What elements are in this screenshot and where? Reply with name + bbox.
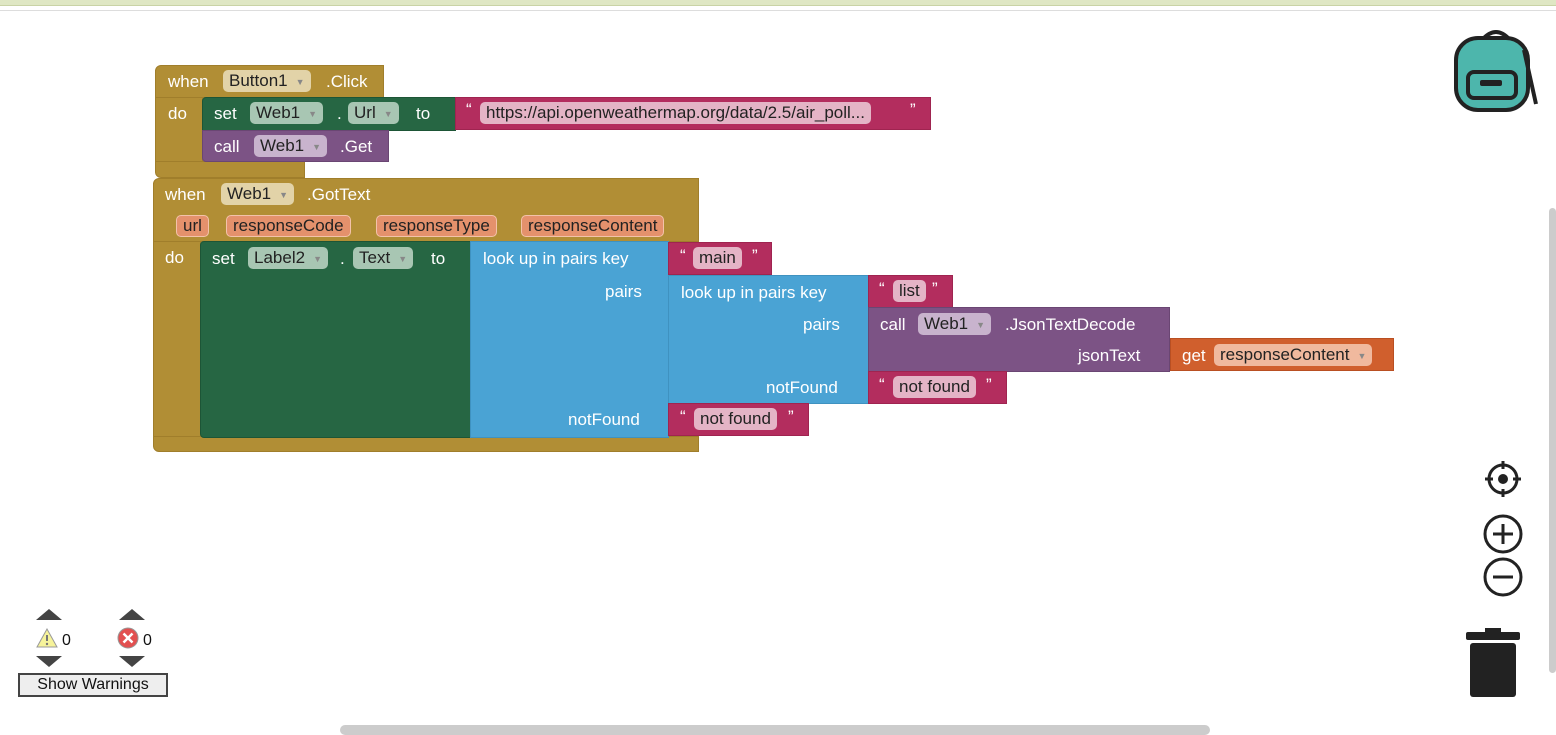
warning-icon: [36, 628, 58, 648]
jsontext-label: jsonText: [1078, 346, 1141, 365]
warning-count: 0: [62, 632, 71, 649]
recenter-icon[interactable]: [1483, 459, 1523, 499]
param-url[interactable]: url: [176, 215, 209, 237]
notfound-label: notFound: [568, 410, 640, 429]
property-dropdown[interactable]: Url ▼: [348, 102, 399, 124]
dropdown-arrow-icon: ▼: [383, 108, 393, 119]
dropdown-value: Text: [359, 248, 391, 267]
lookup-label: look up in pairs key: [681, 283, 827, 302]
dropdown-arrow-icon: ▼: [279, 189, 289, 200]
quote-close: ”: [910, 100, 916, 119]
vertical-scrollbar[interactable]: [1549, 208, 1556, 673]
call-label: call: [880, 315, 906, 334]
call-label: call: [214, 137, 240, 156]
text-field[interactable]: not found: [893, 376, 976, 398]
backpack-icon[interactable]: [1452, 26, 1540, 114]
dropdown-value: Web1: [260, 136, 305, 155]
quote-open: “: [466, 100, 472, 119]
top-bar: [0, 0, 1556, 6]
to-label: to: [416, 104, 431, 123]
dropdown-value: Button1: [229, 71, 288, 90]
dropdown-value: Web1: [256, 103, 301, 122]
dropdown-arrow-icon: ▼: [1357, 350, 1367, 361]
param-responsecontent[interactable]: responseContent: [521, 215, 665, 237]
quote-close: ”: [986, 375, 992, 394]
text-field[interactable]: list: [893, 280, 926, 302]
variable-dropdown[interactable]: responseContent ▼: [1214, 344, 1373, 366]
dropdown-arrow-icon: ▼: [398, 253, 408, 264]
event-label: .GotText: [307, 185, 371, 204]
method-label: .Get: [340, 137, 373, 156]
pairs-label: pairs: [605, 282, 642, 301]
quote-open: “: [680, 407, 686, 426]
method-label: .JsonTextDecode: [1005, 315, 1136, 334]
dropdown-arrow-icon: ▼: [308, 108, 318, 119]
when-label: when: [165, 185, 206, 204]
quote-open: “: [879, 375, 885, 394]
error-icon: [117, 627, 139, 649]
quote-open: “: [879, 279, 885, 298]
zoom-in-icon[interactable]: [1482, 513, 1524, 555]
dropdown-value: responseContent: [1220, 345, 1350, 364]
lookup-label: look up in pairs key: [483, 249, 629, 268]
property-dropdown[interactable]: Text ▼: [353, 247, 414, 269]
dropdown-value: Url: [354, 103, 376, 122]
dropdown-arrow-icon: ▼: [312, 141, 322, 152]
set-label: set: [212, 249, 235, 268]
dropdown-value: Web1: [227, 184, 272, 203]
dropdown-arrow-icon: ▼: [295, 76, 305, 87]
next-warning-arrow-icon[interactable]: [36, 656, 62, 667]
notfound-label: notFound: [766, 378, 838, 397]
component-dropdown[interactable]: Web1 ▼: [254, 135, 328, 157]
quote-close: ”: [932, 279, 938, 298]
set-label: set: [214, 104, 237, 123]
error-count: 0: [143, 632, 152, 649]
event-label: .Click: [326, 72, 368, 91]
dropdown-value: Web1: [924, 314, 969, 333]
text-field[interactable]: main: [693, 247, 742, 269]
quote-close: ”: [788, 407, 794, 426]
param-responsetype[interactable]: responseType: [376, 215, 497, 237]
quote-open: “: [680, 246, 686, 265]
dropdown-arrow-icon: ▼: [313, 253, 322, 264]
component-dropdown[interactable]: Web1 ▼: [250, 102, 324, 124]
dropdown-value: Label2: [254, 248, 306, 267]
get-label: get: [1182, 346, 1206, 365]
to-label: to: [431, 249, 446, 268]
pairs-label: pairs: [803, 315, 840, 334]
component-dropdown[interactable]: Label2 ▼: [248, 247, 328, 269]
component-dropdown[interactable]: Web1 ▼: [221, 183, 295, 205]
zoom-out-icon[interactable]: [1482, 556, 1524, 598]
show-warnings-button[interactable]: Show Warnings: [18, 673, 168, 697]
dropdown-arrow-icon: ▼: [976, 319, 986, 330]
text-field[interactable]: not found: [694, 408, 777, 430]
when-label: when: [168, 72, 209, 91]
dot-label: .: [340, 249, 345, 268]
prev-error-arrow-icon[interactable]: [119, 609, 145, 620]
quote-close: ”: [752, 246, 758, 265]
trash-icon[interactable]: [1465, 628, 1521, 698]
text-field[interactable]: https://api.openweathermap.org/data/2.5/…: [480, 102, 871, 124]
component-dropdown[interactable]: Button1 ▼: [223, 70, 311, 92]
horizontal-scrollbar[interactable]: [340, 725, 1210, 735]
do-label: do: [168, 104, 187, 123]
divider: [0, 10, 1556, 11]
prev-warning-arrow-icon[interactable]: [36, 609, 62, 620]
dot-label: .: [337, 104, 342, 123]
component-dropdown[interactable]: Web1 ▼: [918, 313, 992, 335]
next-error-arrow-icon[interactable]: [119, 656, 145, 667]
param-responsecode[interactable]: responseCode: [226, 215, 351, 237]
do-label: do: [165, 248, 184, 267]
